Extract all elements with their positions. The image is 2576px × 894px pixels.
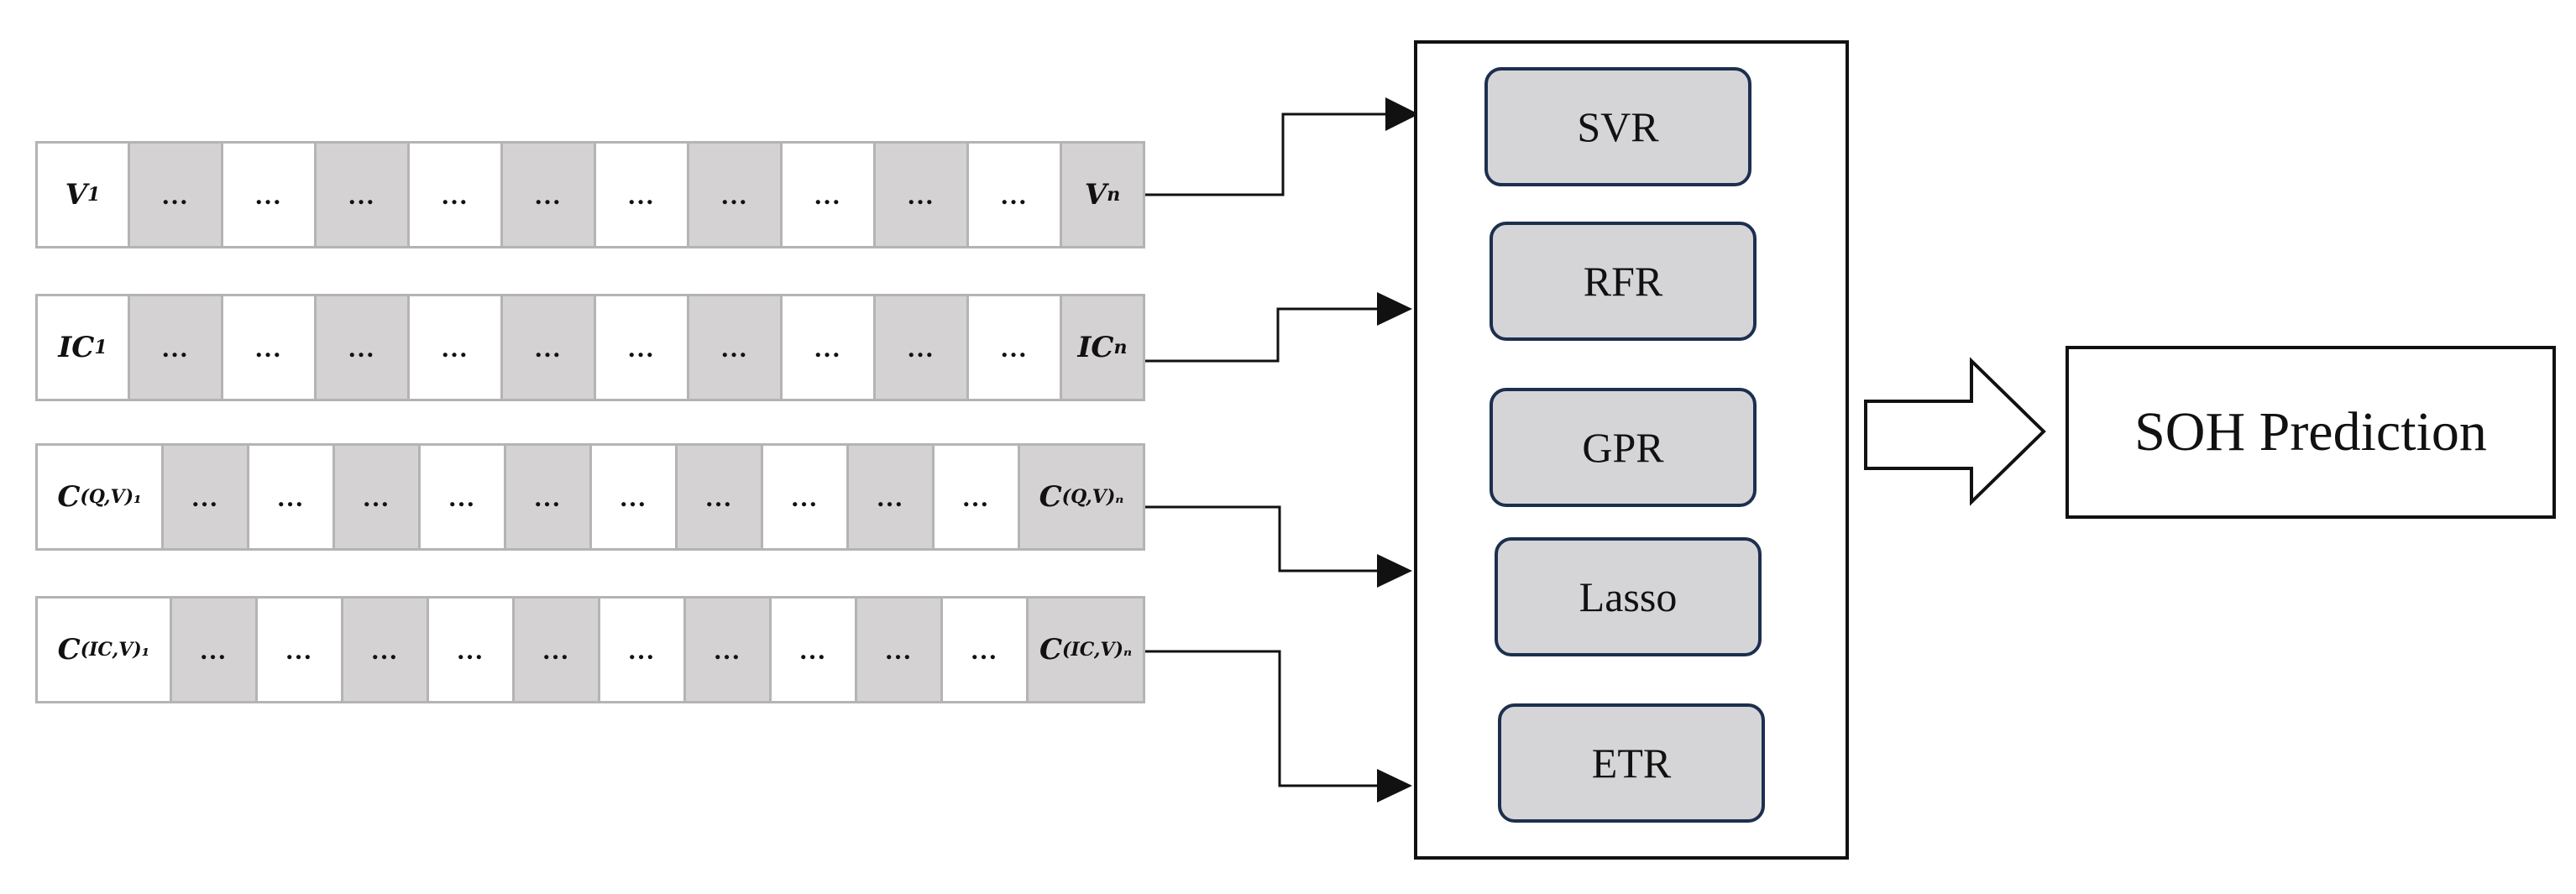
ellipsis-cell: …: [969, 144, 1062, 246]
feature-row-c-icv: C(IC,V)₁ … … … … … … … … … … C(IC,V)ₙ: [35, 596, 1145, 703]
ellipsis-cell: …: [876, 296, 969, 399]
soh-prediction-box: SOH Prediction: [2066, 346, 2556, 519]
connector-row-1: [1145, 112, 1385, 196]
model-etr: ETR: [1498, 703, 1765, 823]
connector-row-3: [1145, 505, 1377, 572]
ellipsis-cell: …: [164, 446, 249, 548]
ellipsis-cell: …: [421, 446, 506, 548]
row-first-cell: C(IC,V)₁: [38, 599, 172, 701]
arrowhead: [1377, 554, 1412, 588]
ellipsis-cell: …: [943, 599, 1029, 701]
connector-row-2: [1145, 307, 1377, 363]
feature-row-c-qv: C(Q,V)₁ … … … … … … … … … … C(Q,V)ₙ: [35, 443, 1145, 551]
ellipsis-cell: …: [410, 144, 503, 246]
model-lasso: Lasso: [1495, 537, 1762, 656]
ellipsis-cell: …: [410, 296, 503, 399]
arrowhead: [1377, 292, 1412, 326]
ellipsis-cell: …: [876, 144, 969, 246]
ellipsis-cell: …: [600, 599, 686, 701]
model-rfr: RFR: [1490, 222, 1757, 341]
ellipsis-cell: …: [503, 144, 596, 246]
ellipsis-cell: …: [969, 296, 1062, 399]
ellipsis-cell: …: [686, 599, 772, 701]
ellipsis-cell: …: [763, 446, 849, 548]
ellipsis-cell: …: [249, 446, 335, 548]
ellipsis-cell: …: [130, 144, 223, 246]
model-svr: SVR: [1484, 67, 1751, 186]
ellipsis-cell: …: [258, 599, 343, 701]
ellipsis-cell: …: [317, 296, 410, 399]
block-arrow-icon: [1864, 357, 2046, 506]
ellipsis-cell: …: [849, 446, 935, 548]
ellipsis-cell: …: [172, 599, 258, 701]
arrowhead: [1385, 97, 1419, 131]
row-first-cell: C(Q,V)₁: [38, 446, 164, 548]
ellipsis-cell: …: [223, 296, 317, 399]
ellipsis-cell: …: [689, 144, 783, 246]
ellipsis-cell: …: [689, 296, 783, 399]
ellipsis-cell: …: [343, 599, 429, 701]
ellipsis-cell: …: [503, 296, 596, 399]
ellipsis-cell: …: [335, 446, 421, 548]
ellipsis-cell: …: [596, 296, 689, 399]
arrowhead: [1377, 769, 1412, 803]
connector-row-4: [1145, 650, 1377, 787]
ellipsis-cell: …: [506, 446, 592, 548]
ellipsis-cell: …: [317, 144, 410, 246]
ellipsis-cell: …: [935, 446, 1020, 548]
ellipsis-cell: …: [592, 446, 678, 548]
row-last-cell: C(IC,V)ₙ: [1029, 599, 1143, 701]
row-last-cell: C(Q,V)ₙ: [1020, 446, 1143, 548]
ellipsis-cell: …: [429, 599, 515, 701]
ellipsis-cell: …: [772, 599, 857, 701]
ellipsis-cell: …: [783, 296, 876, 399]
ellipsis-cell: …: [515, 599, 600, 701]
ellipsis-cell: …: [783, 144, 876, 246]
ellipsis-cell: …: [130, 296, 223, 399]
model-gpr: GPR: [1490, 388, 1757, 507]
ellipsis-cell: …: [223, 144, 317, 246]
ellipsis-cell: …: [678, 446, 763, 548]
ellipsis-cell: …: [596, 144, 689, 246]
ellipsis-cell: …: [857, 599, 943, 701]
